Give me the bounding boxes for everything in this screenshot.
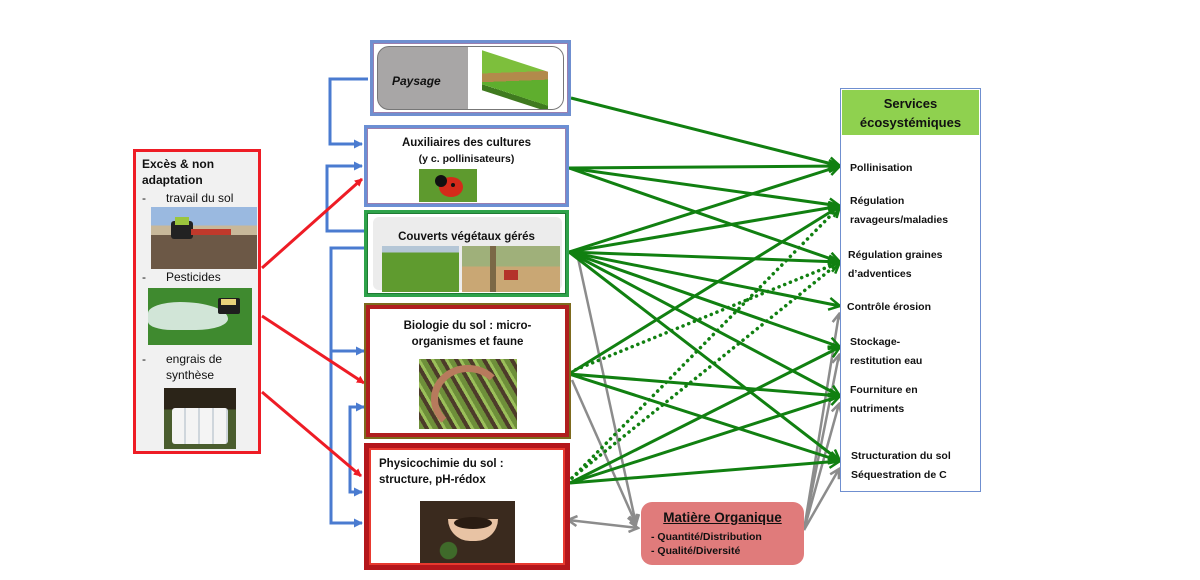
pressure-arrow-to-auxiliaires: [261, 177, 363, 270]
organic-matter-arrow-from-biologie: [570, 379, 636, 524]
soil-in-hands-photo: [420, 501, 515, 563]
interaction-arrow-physicochimie-biologie: [348, 402, 365, 440]
pressure-label: engrais de synthèse: [166, 352, 223, 382]
ladybug-photo: [419, 169, 477, 202]
organic-matter-arrow-to-nutriments: [802, 404, 839, 531]
crop-auxiliaries-subtitle: (y c. pollinisateurs): [418, 153, 515, 165]
organic-matter-arrow-to-structuration: [802, 469, 839, 531]
cover-crop-photo: [382, 246, 459, 292]
service-arrow-biologie-nutriments: [568, 372, 840, 396]
soil-biology-box: Biologie du sol : micro- organismes et f…: [366, 305, 569, 437]
dotted-service-arrow-physicochimie-ravageurs: [570, 206, 840, 480]
service-arrow-auxiliaires-adventices: [568, 166, 840, 262]
service-arrow-couverts-erosion: [568, 250, 840, 306]
interaction-arrow-paysage-auxiliaires: [328, 77, 368, 149]
organic-matter-title: Matière Organique: [663, 510, 782, 525]
landscape-label: Paysage: [392, 74, 441, 88]
organic-matter-quantity: - Quantité/Distribution: [651, 531, 762, 543]
crop-auxiliaries-box: Auxiliaires des cultures (y c. pollinisa…: [364, 125, 569, 207]
organic-matter-arrow-to-eau: [802, 355, 839, 531]
service-erosion-control: Contrôle érosion: [847, 301, 932, 313]
pressure-arrow-to-physicochimie: [261, 390, 362, 478]
service-arrow-physicochimie-structuration: [569, 461, 840, 485]
tractor-plowing-photo: [151, 207, 257, 269]
soil-physicochemistry-subtitle: structure, pH-rédox: [379, 474, 486, 486]
interaction-arrow-couverts-auxiliaires: [325, 161, 364, 233]
service-water-storage: Stockage- restitution eau: [850, 336, 923, 367]
interaction-arrow-biologie-physicochimie: [348, 405, 364, 497]
service-arrow-couverts-pollinisation: [568, 166, 840, 254]
crop-auxiliaries-title: Auxiliaires des cultures: [401, 137, 532, 149]
soil-biology-subtitle: organismes et faune: [411, 336, 524, 348]
pressure-item-pesticides: -Pesticides: [142, 270, 221, 284]
service-arrow-couverts-structuration: [568, 250, 840, 461]
service-arrow-physicochimie-nutriments: [569, 396, 840, 485]
soil-physicochemistry-box: Physicochimie du sol : structure, pH-réd…: [364, 443, 570, 570]
service-arrow-couverts-adventices: [568, 250, 840, 262]
organic-matter-box: Matière Organique - Quantité/Distributio…: [641, 502, 804, 565]
pressure-item-fertilizers: -engrais de synthèse: [142, 351, 252, 383]
landscape-box: Paysage: [370, 40, 571, 116]
ecosystem-services-box: Services écosystémiques Pollinisation Ré…: [840, 88, 981, 492]
service-arrow-biologie-ravageurs: [568, 206, 840, 376]
pressure-arrow-to-biologie: [261, 314, 365, 385]
service-weed-seed-regulation: Régulation graines d’adventices: [848, 249, 943, 280]
organic-matter-arrow-from-physicochimie: [568, 520, 638, 528]
service-arrow-couverts-eau: [568, 250, 840, 347]
service-nutrient-supply: Fourniture en nutriments: [850, 384, 918, 415]
service-arrow-couverts-ravageurs: [568, 206, 840, 254]
ecosystem-services-header: Services écosystémiques: [842, 90, 979, 135]
interaction-arrow-couverts-physicochimie: [329, 351, 363, 528]
earthworm-photo: [419, 359, 517, 429]
pressures-box: Excès & non adaptation -travail du sol -…: [133, 149, 261, 454]
service-arrow-biologie-structuration: [568, 372, 840, 461]
pressures-title: Excès & non adaptation: [142, 157, 215, 187]
pressure-label: Pesticides: [166, 270, 221, 284]
fertilizer-bags-photo: [164, 388, 236, 449]
service-arrow-auxiliaires-pollinisation: [568, 166, 840, 168]
service-arrow-paysage-pollinisation: [570, 96, 840, 166]
interaction-arrow-couverts-biologie: [329, 246, 365, 356]
organic-matter-arrow-to-erosion: [802, 314, 839, 531]
service-soil-structuring-carbon: Structuration du sol Séquestration de C: [851, 450, 951, 481]
organic-matter-arrow-from-couverts: [576, 257, 636, 524]
service-arrow-physicochimie-eau: [569, 347, 840, 485]
organic-matter-quality: - Qualité/Diversité: [651, 545, 741, 557]
pressure-label: travail du sol: [166, 191, 234, 205]
managed-cover-crops-box: Couverts végétaux gérés: [364, 210, 569, 297]
soil-physicochemistry-title: Physicochimie du sol :: [379, 458, 504, 470]
pesticide-spraying-photo: [148, 288, 252, 345]
cover-crops-title: Couverts végétaux gérés: [398, 231, 535, 243]
service-pollination: Pollinisation: [850, 162, 913, 174]
dotted-service-arrow-physicochimie-adventices: [570, 260, 840, 480]
dotted-service-arrow-biologie-adventices: [568, 262, 840, 374]
soil-biology-title: Biologie du sol : micro-: [403, 320, 532, 332]
agroforestry-photo: [462, 246, 560, 292]
service-arrow-auxiliaires-ravageurs: [568, 166, 840, 206]
pressure-item-tillage: -travail du sol: [142, 191, 234, 205]
landscape-illustration: [468, 47, 563, 109]
service-pest-regulation: Régulation ravageurs/maladies: [850, 195, 949, 226]
service-arrow-couverts-nutriments: [568, 250, 840, 396]
